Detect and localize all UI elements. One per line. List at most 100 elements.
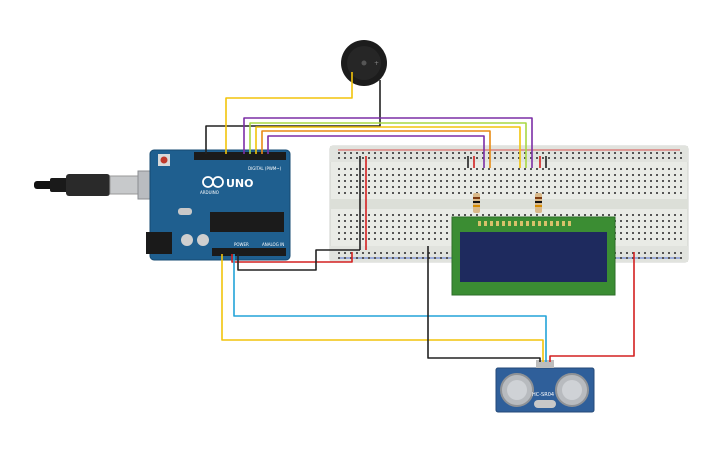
- breadboard-hole: [422, 180, 424, 182]
- breadboard-hole: [554, 180, 556, 182]
- wire-red-sensor-vcc: [549, 252, 635, 362]
- breadboard-hole: [392, 168, 394, 170]
- breadboard-hole: [518, 168, 520, 170]
- breadboard-hole: [650, 232, 652, 234]
- breadboard-hole: [434, 252, 436, 254]
- breadboard-hole: [512, 157, 514, 159]
- breadboard-hole: [392, 180, 394, 182]
- breadboard-hole: [530, 174, 532, 176]
- breadboard-hole: [488, 168, 490, 170]
- breadboard-hole: [494, 214, 496, 216]
- breadboard-hole: [392, 252, 394, 254]
- breadboard-hole: [488, 152, 490, 154]
- breadboard-hole: [536, 152, 538, 154]
- breadboard-hole: [428, 226, 430, 228]
- breadboard-hole: [440, 232, 442, 234]
- breadboard-hole: [446, 220, 448, 222]
- breadboard-hole: [560, 192, 562, 194]
- breadboard-hole: [338, 252, 340, 254]
- breadboard-hole: [566, 186, 568, 188]
- breadboard-hole: [410, 214, 412, 216]
- breadboard-hole: [464, 186, 466, 188]
- breadboard-hole: [512, 168, 514, 170]
- breadboard-hole: [434, 152, 436, 154]
- breadboard-hole: [590, 192, 592, 194]
- breadboard-hole: [518, 174, 520, 176]
- breadboard-hole: [356, 226, 358, 228]
- breadboard-hole: [680, 168, 682, 170]
- breadboard-hole: [512, 192, 514, 194]
- breadboard-hole: [524, 152, 526, 154]
- breadboard-hole: [680, 157, 682, 159]
- breadboard-hole: [392, 220, 394, 222]
- breadboard-hole: [620, 257, 622, 259]
- breadboard-hole: [542, 186, 544, 188]
- breadboard-hole: [398, 252, 400, 254]
- breadboard-hole: [482, 152, 484, 154]
- breadboard-hole: [464, 174, 466, 176]
- breadboard-hole: [440, 214, 442, 216]
- breadboard-hole: [638, 257, 640, 259]
- breadboard-hole: [494, 152, 496, 154]
- breadboard-hole: [356, 180, 358, 182]
- breadboard-hole: [638, 180, 640, 182]
- breadboard-hole: [680, 192, 682, 194]
- breadboard-hole: [350, 232, 352, 234]
- breadboard-hole: [464, 180, 466, 182]
- lcd-pin: [556, 221, 559, 226]
- breadboard-hole: [650, 186, 652, 188]
- lcd-pin: [550, 221, 553, 226]
- breadboard-hole: [674, 168, 676, 170]
- breadboard-hole: [374, 252, 376, 254]
- breadboard-hole: [602, 174, 604, 176]
- ultrasonic-sensor[interactable]: HC-SR04: [495, 360, 595, 413]
- wire-yellow-2: [255, 126, 521, 168]
- breadboard-hole: [356, 174, 358, 176]
- breadboard-hole: [422, 226, 424, 228]
- breadboard-hole: [398, 257, 400, 259]
- breadboard-hole: [440, 220, 442, 222]
- breadboard-hole: [620, 232, 622, 234]
- piezo-buzzer[interactable]: +: [341, 40, 387, 86]
- breadboard-hole: [500, 174, 502, 176]
- lcd-16x2[interactable]: [451, 216, 616, 296]
- breadboard-hole: [680, 257, 682, 259]
- breadboard-hole: [518, 152, 520, 154]
- breadboard-hole: [626, 168, 628, 170]
- breadboard-hole: [524, 157, 526, 159]
- breadboard-hole: [446, 174, 448, 176]
- breadboard-hole: [596, 174, 598, 176]
- breadboard-hole: [416, 220, 418, 222]
- breadboard-hole: [548, 168, 550, 170]
- breadboard-hole: [476, 214, 478, 216]
- breadboard-hole: [350, 214, 352, 216]
- breadboard-hole: [440, 192, 442, 194]
- breadboard-hole: [488, 192, 490, 194]
- breadboard-hole: [674, 152, 676, 154]
- lcd-pin: [490, 221, 493, 226]
- breadboard-hole: [548, 152, 550, 154]
- breadboard-hole: [416, 174, 418, 176]
- breadboard-hole: [518, 192, 520, 194]
- arduino-uno-board[interactable]: UNO ARDUINO DIGITAL (PWM~) POWER ANALOG …: [34, 149, 291, 261]
- breadboard-hole: [368, 232, 370, 234]
- breadboard-hole: [632, 252, 634, 254]
- breadboard-hole: [416, 252, 418, 254]
- breadboard-hole: [368, 186, 370, 188]
- breadboard-hole: [398, 220, 400, 222]
- breadboard-hole: [584, 180, 586, 182]
- breadboard-hole: [674, 214, 676, 216]
- breadboard-hole: [404, 252, 406, 254]
- breadboard-hole: [554, 157, 556, 159]
- breadboard-hole: [452, 174, 454, 176]
- breadboard-hole: [446, 214, 448, 216]
- breadboard-hole: [584, 186, 586, 188]
- breadboard-hole: [470, 157, 472, 159]
- breadboard-hole: [362, 168, 364, 170]
- breadboard-hole: [566, 152, 568, 154]
- breadboard-hole: [662, 257, 664, 259]
- wire-cyan-echo: [233, 254, 547, 362]
- breadboard-hole: [434, 186, 436, 188]
- atmega-chip: [210, 212, 284, 232]
